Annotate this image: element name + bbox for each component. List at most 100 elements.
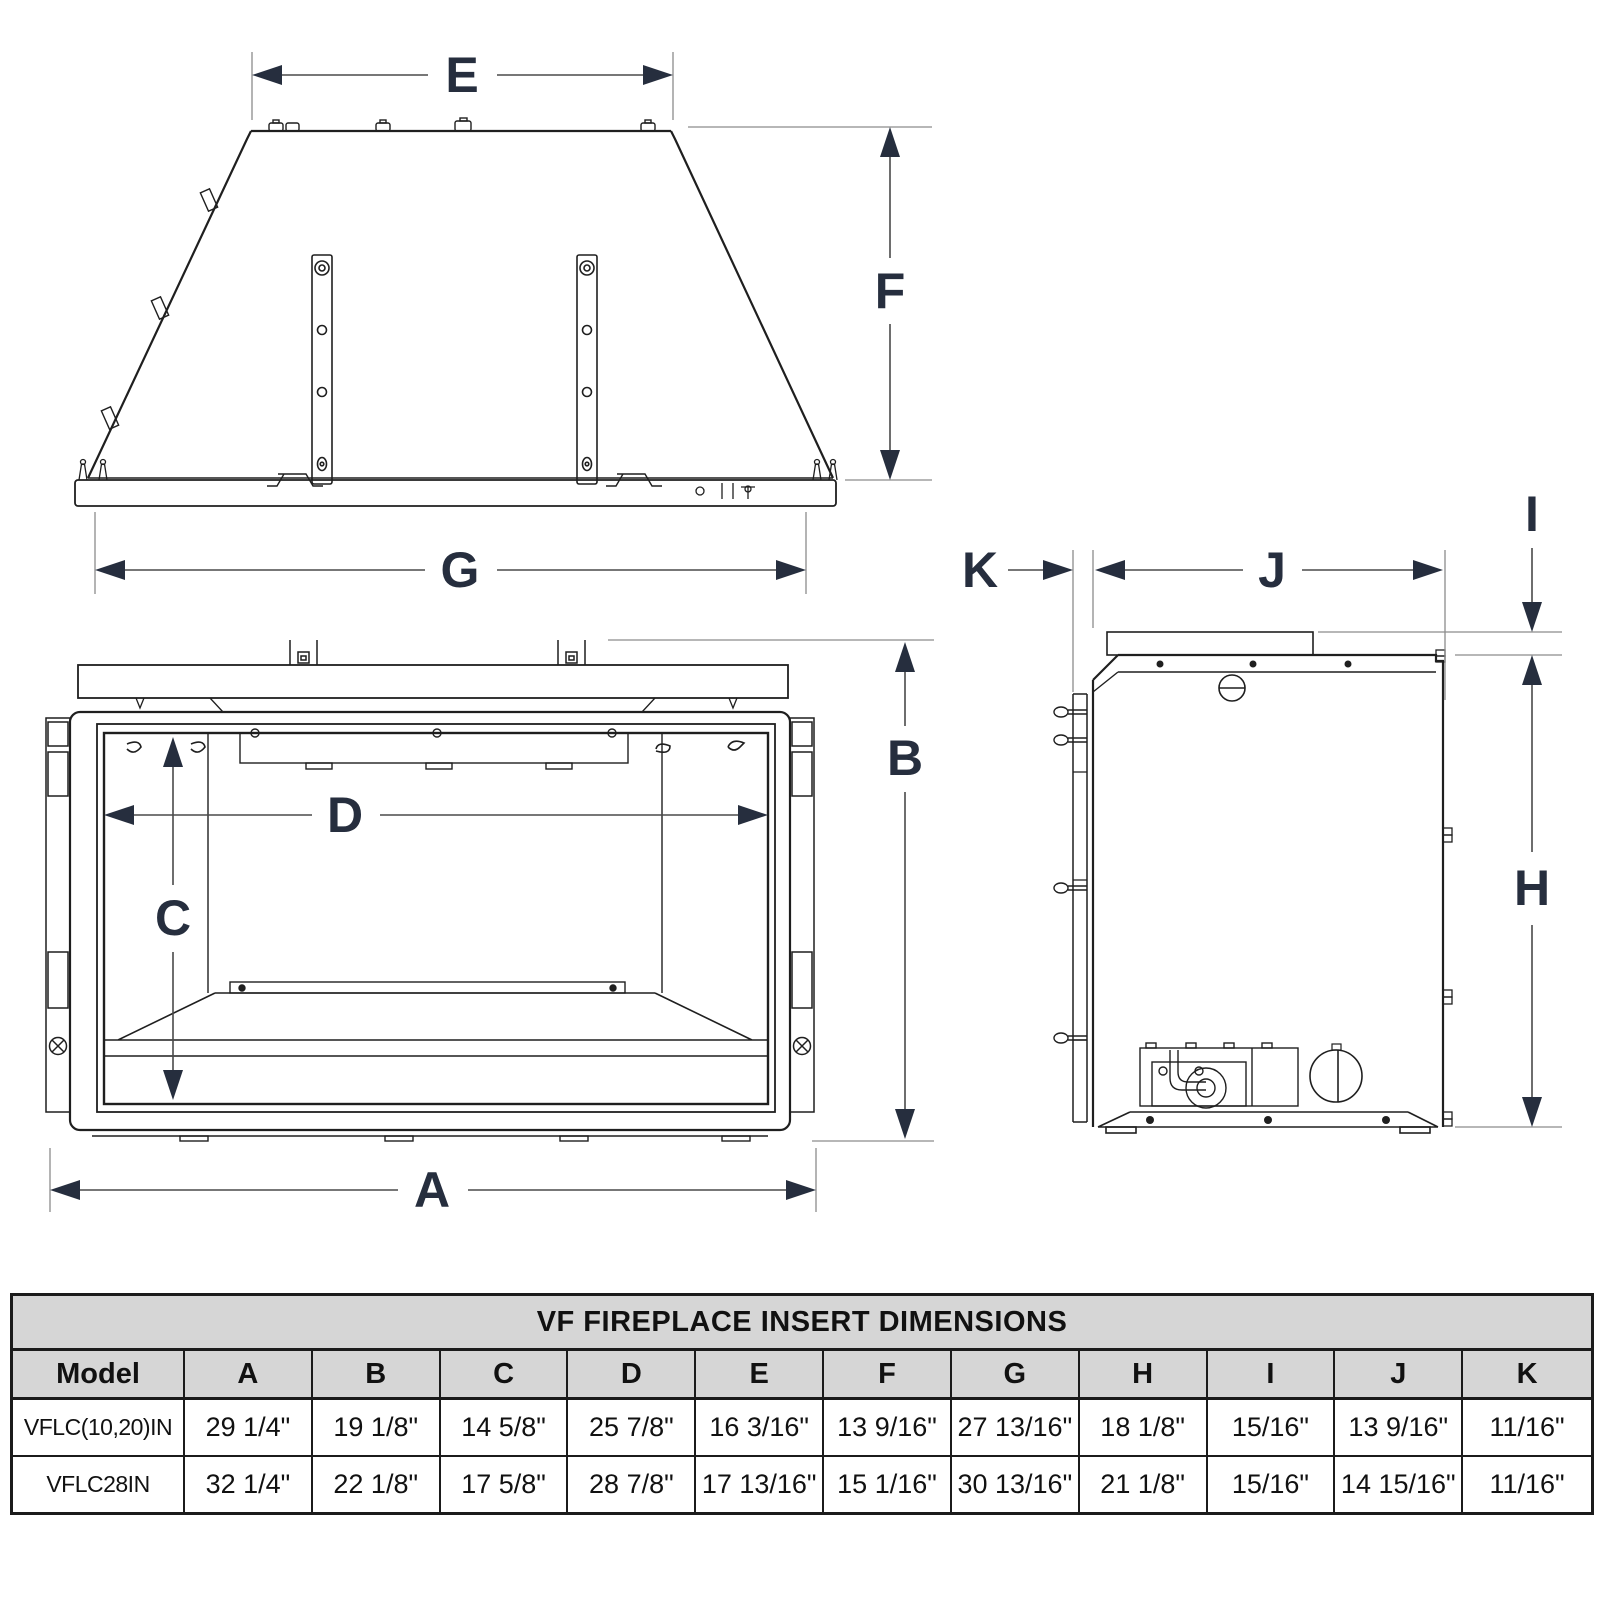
dim-F: F <box>688 126 932 481</box>
table-value-cell: 15/16" <box>1208 1457 1336 1512</box>
corner-screw <box>792 1036 812 1056</box>
table-title: VF FIREPLACE INSERT DIMENSIONS <box>13 1296 1591 1351</box>
table-value-cell: 13 9/16" <box>1335 1400 1464 1457</box>
side-trim-right <box>789 717 815 1113</box>
insert-front-view <box>45 640 815 1142</box>
dim-E: E <box>251 47 674 120</box>
table-header-cell: F <box>824 1351 952 1400</box>
dim-D: D <box>104 787 768 843</box>
front-flange <box>1072 693 1088 1123</box>
table-value-cell: 29 1/4" <box>185 1400 313 1457</box>
dim-K: K <box>962 542 1094 692</box>
opening-outer <box>96 723 776 1113</box>
flue-duct <box>1106 631 1314 656</box>
table-value-cell: 15/16" <box>1207 1400 1336 1457</box>
side-bottom-band <box>1097 1111 1439 1134</box>
table-header-cell: B <box>312 1351 441 1400</box>
table-header-cell: A <box>185 1351 313 1400</box>
table-value-cell: 14 15/16" <box>1335 1457 1464 1512</box>
arrowhead-right <box>738 805 768 825</box>
top-baffle <box>239 728 629 770</box>
side-top-inner <box>1092 671 1436 693</box>
dim-label-f: F <box>875 263 906 319</box>
dim-label-k: K <box>962 542 998 598</box>
dim-label-a: A <box>414 1162 450 1218</box>
table-value-cell: 32 1/4" <box>185 1457 313 1512</box>
top-slotted-screw <box>1218 674 1246 702</box>
hanger-tabs <box>289 640 586 665</box>
arrowhead-down <box>163 1070 183 1100</box>
dim-label-b: B <box>887 730 923 786</box>
dim-label-e: E <box>445 47 478 103</box>
dim-H: H <box>1455 655 1562 1128</box>
arrowhead-right <box>643 65 673 85</box>
rail-clips <box>267 473 662 487</box>
table-value-cell: 27 13/16" <box>951 1400 1080 1457</box>
dim-A: A <box>49 1148 817 1218</box>
table-value-cell: 15 1/16" <box>824 1457 952 1512</box>
mounting-strap-left <box>311 254 333 485</box>
dim-label-c: C <box>155 890 191 946</box>
mounting-strap-right <box>576 254 598 485</box>
dim-B: B <box>608 639 934 1142</box>
side-bottom-screws <box>1146 1116 1390 1124</box>
side-top-screws <box>1156 660 1352 668</box>
table-model-cell: VFLC28IN <box>13 1457 185 1512</box>
corner-screw <box>48 1036 68 1056</box>
table-value-cell: 17 13/16" <box>696 1457 825 1512</box>
dim-label-d: D <box>327 787 363 843</box>
hearth-panel <box>104 992 768 1057</box>
arrowhead-left <box>104 805 134 825</box>
table-header-cell: C <box>440 1351 569 1400</box>
rail-end-pins <box>78 458 838 481</box>
table-value-cell: 17 5/8" <box>441 1457 569 1512</box>
hood-bottom-rail <box>74 479 837 507</box>
table-value-cell: 28 7/8" <box>568 1457 697 1512</box>
gas-valve-assembly <box>1139 1042 1299 1109</box>
arrowhead-right <box>1043 560 1073 580</box>
table-value-cell: 22 1/8" <box>313 1457 441 1512</box>
front-base-strip <box>92 1135 768 1142</box>
table-header-cell: D <box>568 1351 697 1400</box>
arrowhead-up <box>1522 655 1542 685</box>
arrowhead-down <box>880 450 900 480</box>
table-header-cell: I <box>1207 1351 1336 1400</box>
dim-C: C <box>155 737 191 1100</box>
hood-slant-clips <box>100 187 219 431</box>
arrowhead-right <box>776 560 806 580</box>
technical-drawing-canvas: E F G <box>45 47 1562 1218</box>
arrowhead-left <box>252 65 282 85</box>
arrowhead-left <box>95 560 125 580</box>
dim-label-j: J <box>1258 542 1286 598</box>
side-trim-left <box>45 717 71 1113</box>
opening-inner <box>102 731 770 1106</box>
dim-I: I <box>1318 486 1562 656</box>
dim-label-g: G <box>441 542 480 598</box>
arrowhead-left <box>1095 560 1125 580</box>
table-value-cell: 11/16" <box>1489 1469 1565 1499</box>
side-body-outline <box>1091 653 1445 1127</box>
arrowhead-right <box>1413 560 1443 580</box>
dim-J: J <box>1095 542 1446 700</box>
table-value-cell: 21 1/8" <box>1080 1457 1208 1512</box>
table-header-cell: G <box>951 1351 1080 1400</box>
arrowhead-up <box>895 642 915 672</box>
dim-label-i: I <box>1525 486 1539 542</box>
arrowhead-down <box>895 1109 915 1139</box>
table-value-cell: 30 13/16" <box>952 1457 1080 1512</box>
hood-top-bolts <box>268 117 656 132</box>
insert-side-view <box>1053 631 1453 1134</box>
front-top-rail <box>77 664 789 699</box>
table-value-cell: 14 5/8" <box>440 1400 569 1457</box>
table-header-cell: Model <box>13 1351 185 1400</box>
flange-pins <box>1053 706 1087 1044</box>
hood-top-view <box>74 117 838 507</box>
table-header-cell: E <box>696 1351 825 1400</box>
dim-G: G <box>94 512 807 598</box>
table-value-cell: 13 9/16" <box>824 1400 952 1457</box>
rail-notches <box>135 697 738 713</box>
table-value-cell: 25 7/8" <box>568 1400 697 1457</box>
burner-shelf <box>229 981 626 994</box>
